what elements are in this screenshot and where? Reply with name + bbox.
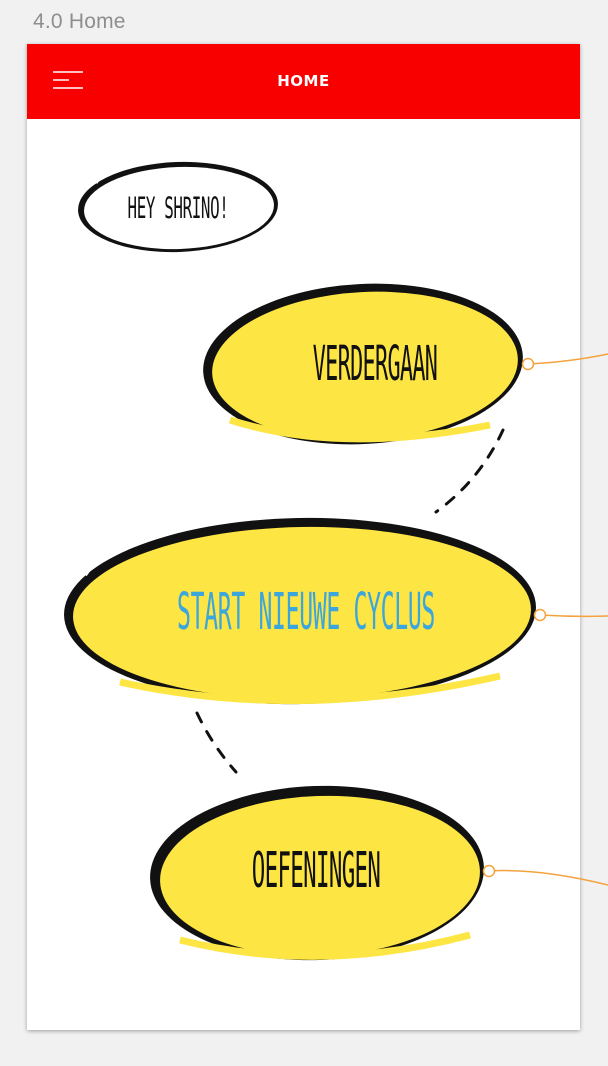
continue-label: VERDERGAAN [312, 335, 438, 392]
exercises-label: OEFENINGEN [251, 842, 381, 900]
start-new-cycle-label: START NIEUWE CYCLUS [177, 584, 435, 642]
artboard-label: 4.0 Home [33, 10, 126, 33]
greeting-text: HEY SHRINO! [127, 192, 229, 227]
app-header: HOME [27, 44, 580, 119]
hamburger-menu-icon [53, 71, 83, 89]
page-title: HOME [277, 72, 330, 90]
menu-button[interactable] [47, 66, 87, 96]
